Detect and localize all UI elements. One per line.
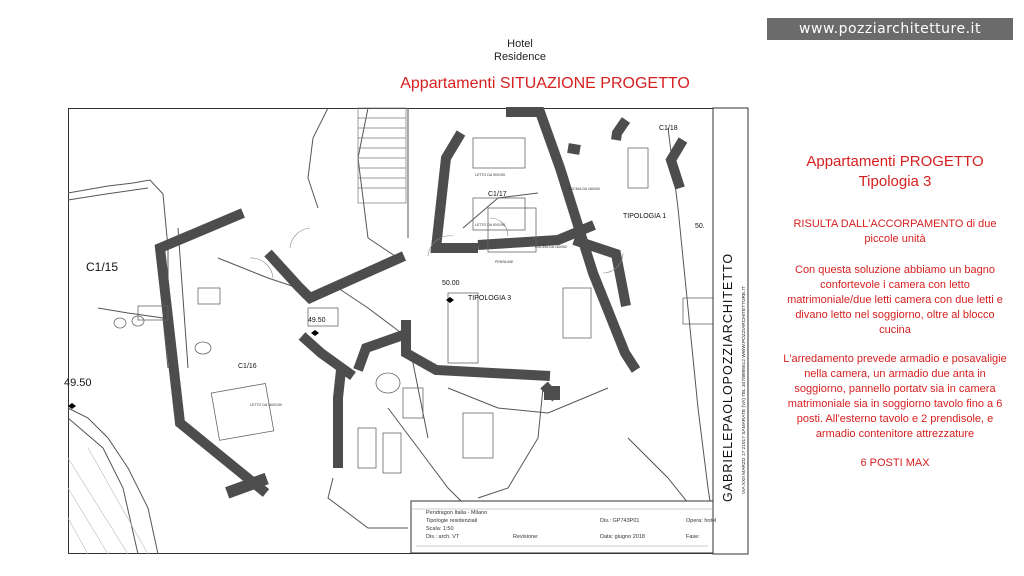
small-labels: LETTO DA 90X195 LETTO DA 90X195 LETTO DA… [250, 173, 600, 407]
tb-work: Opera: hotel [686, 518, 716, 524]
studio-name: GABRIELEPAOLOPOZZIARCHITETTO [721, 253, 735, 502]
tb-scale: Scala: 1:50 [426, 526, 454, 532]
terrace-hatch [67, 447, 149, 555]
label-cucina-1: CUCINA DA 180X60 [568, 187, 600, 191]
website-url[interactable]: www.pozziarchitetture.it [799, 21, 981, 37]
level-5000: 50.00 [442, 280, 460, 287]
hotel-label: Hotel Residence [480, 38, 560, 64]
label-letto-16: LETTO DA 160X190 [250, 403, 282, 407]
sidebar-title-line-1: Appartamenti PROGETTO [806, 153, 984, 170]
tb-drawn: Dis.: arch. VT [426, 534, 460, 540]
room-c1-16: C1/16 [238, 363, 257, 370]
label-letto-2: LETTO DA 90X195 [475, 223, 505, 227]
level-markers [68, 297, 454, 409]
sidebar-title-line-2: Tipologia 3 [858, 173, 932, 190]
label-corridor: PENSILINE [495, 260, 514, 264]
hotel-line-2: Residence [494, 51, 546, 63]
room-c1-15: C1/15 [86, 260, 118, 274]
room-partial: 50. [695, 223, 705, 230]
label-letto-1: LETTO DA 90X195 [475, 173, 505, 177]
tb-subject: Tipologie residenziali [426, 518, 477, 524]
door-arcs [249, 217, 624, 279]
sidebar-paragraph-2: L'arredamento prevede armadio e posavali… [783, 353, 1007, 440]
label-cucina-2: CUCINA DA 180X60 [535, 245, 567, 249]
tb-revision: Revisione: [513, 534, 539, 540]
wall-blocks [225, 386, 560, 499]
level-4950-left: 49.50 [64, 377, 92, 389]
sidebar-title: Appartamenti PROGETTO Tipologia 3 [780, 152, 1010, 192]
tb-phase: Fase: [686, 534, 700, 540]
title-block: Pendragon Italia - Milano Tipologie resi… [410, 500, 716, 554]
sidebar-max-guests: 6 POSTI MAX [860, 457, 930, 469]
furniture [113, 137, 714, 474]
page-title: Appartamenti SITUAZIONE PROGETTO [400, 75, 690, 92]
hotel-line-1: Hotel [507, 38, 533, 50]
tb-client: Pendragon Italia - Milano [426, 510, 487, 516]
floor-plan: C1/15 C1/16 C1/17 C1/18 TIPOLOGIA 1 TIPO… [64, 107, 749, 555]
sidebar-description: RISULTA DALL'ACCORPAMENTO di due piccole… [780, 217, 1010, 485]
tb-date: Data: giugno 2018 [600, 534, 645, 540]
studio-band: GABRIELEPAOLOPOZZIARCHITETTO VIA XXII MA… [712, 107, 749, 555]
thick-walls [154, 107, 688, 497]
studio-address: VIA XXII MARZO 17 21017 SAMARATE (VA) TE… [741, 286, 747, 494]
tb-drawing-no: Dis.: GP743P01 [600, 518, 639, 524]
room-c1-17: C1/17 [488, 191, 507, 198]
room-tipologia-3: TIPOLOGIA 3 [468, 295, 511, 302]
stairs [357, 107, 407, 204]
sidebar-paragraph-1: Con questa soluzione abbiamo un bagno co… [787, 264, 1003, 336]
sidebar-lead: RISULTA DALL'ACCORPAMENTO di due piccole… [793, 218, 997, 245]
level-4950: 49.50 [308, 317, 326, 324]
room-c1-18: C1/18 [659, 125, 678, 132]
website-banner[interactable]: www.pozziarchitetture.it [767, 18, 1013, 40]
room-tipologia-1: TIPOLOGIA 1 [623, 213, 666, 220]
